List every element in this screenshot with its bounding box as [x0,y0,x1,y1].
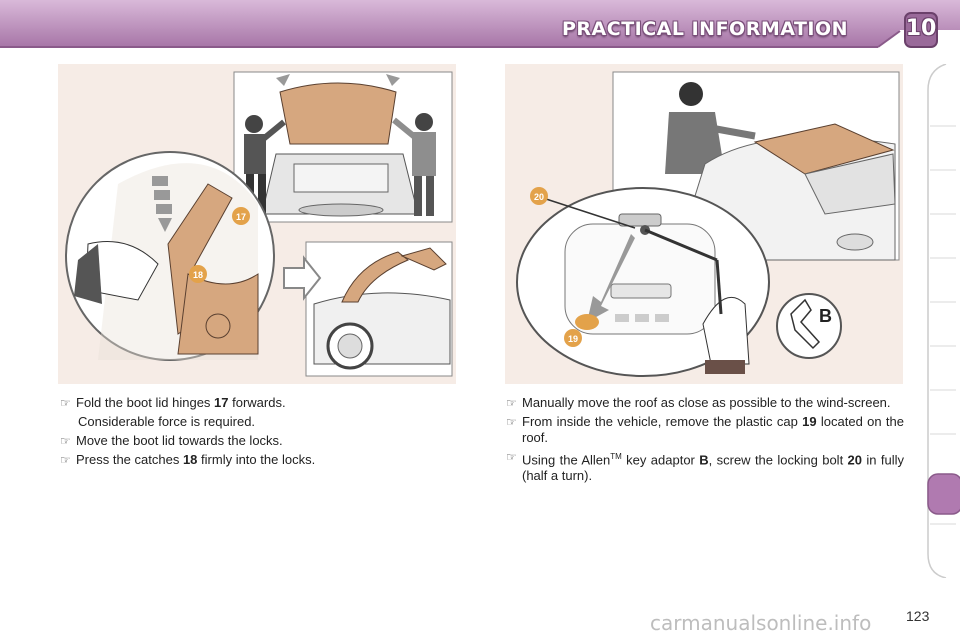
item-ref: B [699,452,709,468]
key-label-b: B [819,306,832,326]
list-item: ☞ Fold the boot lid hinges 17 forwards. [60,395,450,411]
header-band [0,0,960,48]
item-ref: 18 [182,452,198,467]
item-text: in fully (half a turn). [522,452,904,484]
chapter-tabs [927,64,960,578]
chapter-badge [904,12,938,48]
item-text: located on the roof. [522,414,904,445]
item-text: Using the Allen [522,452,611,468]
callout-20: 20 [534,192,544,202]
item-text: Fold the boot lid hinges [76,395,215,410]
callout-18: 18 [193,270,203,280]
roof-lock-illustration: 20 19 B [505,64,903,384]
pointing-hand-icon: ☞ [506,396,517,410]
page-number: 123 [906,608,930,624]
item-ref: 17 [214,395,229,410]
callout-17: 17 [236,212,246,222]
list-item: ☞ Press the catches 18 firmly into the l… [60,452,450,468]
left-instructions: ☞ Fold the boot lid hinges 17 forwards. … [60,395,450,471]
callout-19: 19 [568,334,578,344]
item-ref: 19 [802,414,817,429]
list-item: ☞ Manually move the roof as close as pos… [506,395,904,411]
page-title: PRACTICAL INFORMATION [562,18,849,40]
pointing-hand-icon: ☞ [506,450,517,464]
list-item: ☞ Using the AllenTM key adaptor B, screw… [506,449,904,484]
chapter-number: 10 [905,16,937,41]
tab-chapter-10[interactable] [927,473,960,515]
item-text: Move the boot lid towards the locks. [76,433,283,448]
page-header: PRACTICAL INFORMATION 10 [0,0,960,50]
item-note: Considerable force is required. [78,414,256,429]
item-text: key adaptor [621,452,700,468]
pointing-hand-icon: ☞ [60,453,71,467]
pointing-hand-icon: ☞ [60,396,71,410]
list-item: ☞ Move the boot lid towards the locks. [60,433,450,449]
trademark: TM [610,452,622,461]
watermark: carmanualsonline.info [650,611,872,635]
right-instructions: ☞ Manually move the roof as close as pos… [506,395,904,487]
boot-lid-illustration: 17 18 [58,64,456,384]
item-text: Manually move the roof as close as possi… [522,395,891,410]
pointing-hand-icon: ☞ [60,434,71,448]
item-text: From inside the vehicle, remove the plas… [522,414,803,429]
pointing-hand-icon: ☞ [506,415,517,429]
item-text: Press the catches [76,452,183,467]
item-text: forwards. [228,395,286,410]
item-text: firmly into the locks. [197,452,316,467]
item-text: , screw the locking bolt [708,452,848,468]
list-item: ☞ From inside the vehicle, remove the pl… [506,414,904,446]
item-ref: 20 [847,452,863,468]
